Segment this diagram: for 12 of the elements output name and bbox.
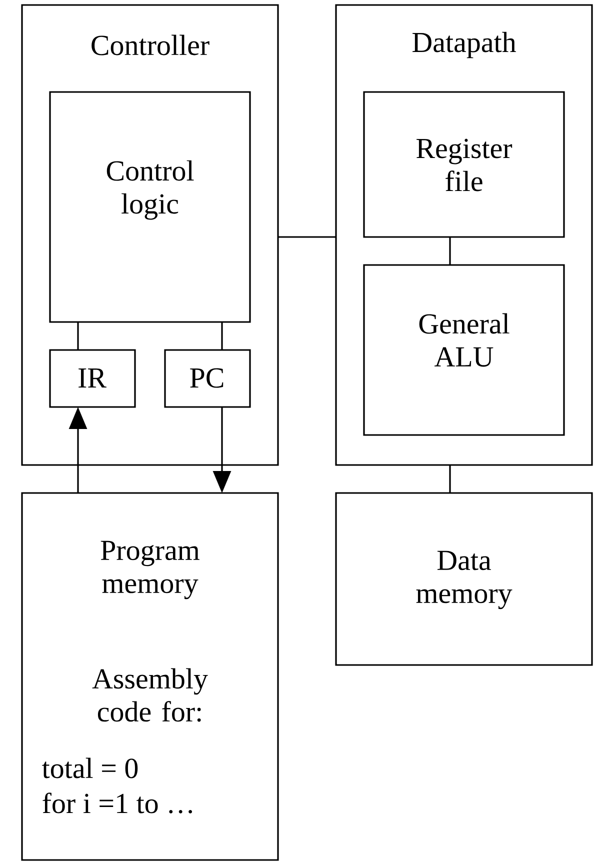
connector-line — [278, 236, 336, 238]
logic-box: Control logic — [49, 91, 251, 323]
register-file-box: Register file — [363, 91, 565, 238]
connector-line — [449, 237, 451, 265]
connector-line — [77, 322, 79, 350]
connector-line — [221, 322, 223, 350]
memory-box: Data memory — [335, 492, 593, 666]
connector-line — [449, 465, 451, 493]
register-box: PC — [164, 349, 251, 408]
memory-box: Program memory Assembly code for: total = 0 for i =1 to … — [21, 492, 279, 861]
register-box: IR — [49, 349, 136, 408]
alu-box: General ALU — [363, 264, 565, 436]
